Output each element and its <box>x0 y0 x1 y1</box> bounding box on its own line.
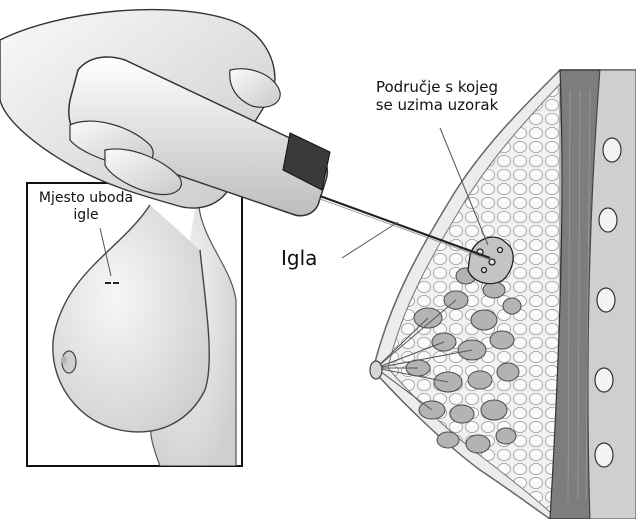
sample-area-label: Područje s kojeg se uzima uzorak <box>352 78 522 115</box>
breast-cross-section <box>370 70 636 519</box>
puncture-site-label: Mjesto uboda igle <box>27 190 145 224</box>
needle-label: Igla <box>281 246 317 270</box>
nipple-section <box>370 361 382 379</box>
sample-area-label-line2: se uzima uzorak <box>352 96 522 114</box>
needle-pointer <box>342 222 398 258</box>
puncture-site-label-line2: igle <box>27 207 145 224</box>
puncture-site-label-line1: Mjesto uboda <box>27 190 145 207</box>
external-view-inset <box>27 183 242 466</box>
sample-area-label-line1: Područje s kojeg <box>352 78 522 96</box>
